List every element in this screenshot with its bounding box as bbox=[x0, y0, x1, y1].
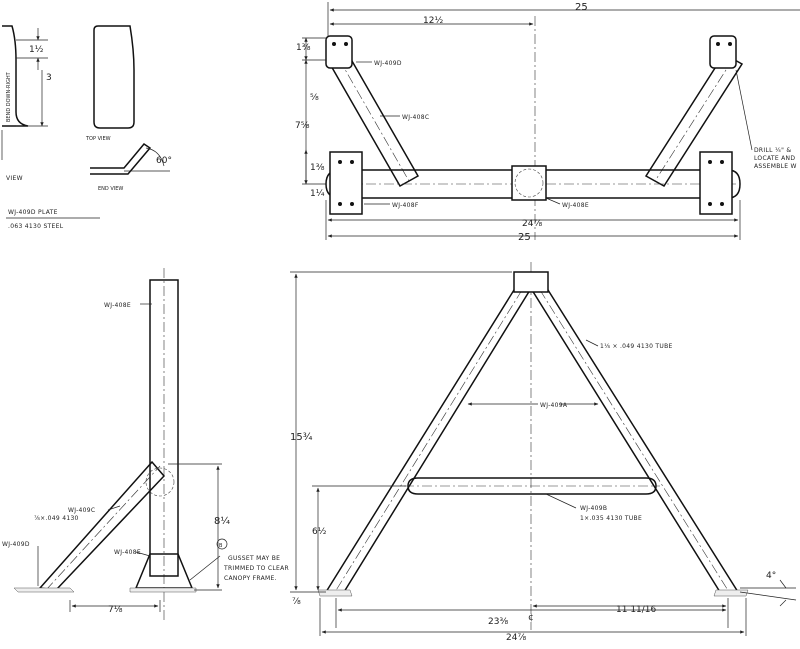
front-base-dim: ⅞ bbox=[292, 597, 301, 607]
front-right-foot bbox=[713, 589, 749, 597]
plan-half-width: 12½ bbox=[423, 16, 443, 26]
drill-note-3: ASSEMBLE W bbox=[754, 163, 797, 170]
front-center-mark: ¢ bbox=[528, 613, 534, 623]
plan-overall-width-top: 25 bbox=[575, 2, 588, 13]
front-top-cluster bbox=[513, 271, 549, 293]
plan-callout-408f: WJ-408F bbox=[392, 202, 419, 209]
top-left-plate bbox=[325, 35, 353, 69]
front-left-foot bbox=[317, 589, 353, 597]
plate-side-view bbox=[2, 25, 29, 127]
side-callout-409c: WJ-409C bbox=[68, 507, 95, 514]
center-cluster bbox=[511, 165, 547, 201]
left-side-plate bbox=[329, 151, 363, 215]
top-view-label: TOP VIEW bbox=[85, 136, 111, 142]
plate-end-view bbox=[90, 143, 152, 175]
front-width-outer: 24⅞ bbox=[506, 633, 526, 643]
plan-callout-408e: WJ-408E bbox=[562, 202, 589, 209]
plate-top-view bbox=[93, 25, 135, 129]
side-callout-408e: WJ-408E bbox=[104, 302, 131, 309]
gusset-note-2: TRIMMED TO CLEAR bbox=[223, 565, 289, 572]
front-tube-spec-b: 1×.035 4130 TUBE bbox=[580, 515, 642, 522]
plate-height-dim: 3 bbox=[46, 73, 52, 83]
plate-angle: 60° bbox=[156, 156, 172, 166]
front-half-dim: 11 11/16 bbox=[616, 605, 657, 615]
front-width-inner: 23⅜ bbox=[488, 617, 508, 627]
plate-bend-note: BEND DOWN-RIGHT bbox=[6, 71, 12, 122]
plan-side-dim-a: 1⅜ bbox=[310, 163, 325, 173]
side-base-dim: 7⅛ bbox=[108, 605, 123, 615]
drill-note-1: DRILL ¼" & bbox=[754, 147, 791, 154]
drill-note-2: LOCATE AND bbox=[754, 155, 795, 162]
plan-plate-dim-a: 1⅜ bbox=[296, 43, 311, 53]
side-height-dim: 8¼ bbox=[214, 515, 230, 527]
gusset-note-1: GUSSET MAY BE bbox=[228, 555, 280, 562]
plan-side-dim-b: 1¼ bbox=[310, 189, 325, 199]
front-left-leg bbox=[324, 289, 532, 593]
plan-inner-width: 24⅞ bbox=[522, 219, 542, 229]
plan-view: 25 12½ 1⅜ ⅝ 7⅝ bbox=[295, 2, 800, 243]
side-view: 8¼ 7⅛ WJ-408E WJ-409C ⅞×.049 4130 WJ-409… bbox=[2, 268, 289, 620]
plan-rise-dim: 7⅝ bbox=[295, 121, 310, 131]
side-callout-408e-b: WJ-408E bbox=[114, 549, 141, 556]
front-tube-spec: 1⅛ × .049 4130 TUBE bbox=[600, 343, 673, 350]
front-cross-tube bbox=[407, 477, 657, 495]
plate-side-view-label: VIEW bbox=[6, 175, 23, 182]
plate-tab-dim: 1½ bbox=[29, 45, 44, 55]
plate-detail: 1½ 3 BEND DOWN-RIGHT VIEW TOP VIEW 60° E… bbox=[1, 25, 172, 230]
top-right-plate bbox=[709, 35, 737, 69]
plan-callout-408c: WJ-408C bbox=[402, 114, 429, 121]
side-left-foot bbox=[13, 587, 75, 593]
front-callout-409a: WJ-409A bbox=[540, 402, 568, 409]
plan-callout-409d: WJ-409D bbox=[374, 60, 402, 67]
front-right-leg bbox=[530, 289, 740, 593]
plate-part-name: WJ-409D PLATE bbox=[8, 209, 58, 216]
end-view-label: END VIEW bbox=[98, 186, 123, 192]
side-callout-409d: WJ-409D bbox=[2, 541, 30, 548]
side-vertical-post bbox=[149, 279, 179, 577]
side-diagonal-brace bbox=[38, 460, 166, 591]
gusset-note-3: CANOPY FRAME. bbox=[224, 575, 277, 582]
front-view: 15¾ 6½ ⅞ 23⅜ 24⅞ 11 11/16 ¢ 4° 1⅛ × .049… bbox=[290, 262, 797, 643]
right-side-plate bbox=[699, 151, 733, 215]
front-cross-dim: 6½ bbox=[312, 527, 327, 537]
plan-overall-width-bottom: 25 bbox=[518, 232, 531, 243]
front-callout-409b: WJ-409B bbox=[580, 505, 607, 512]
plate-material: .063 4130 STEEL bbox=[8, 223, 64, 230]
front-height-dim: 15¾ bbox=[290, 432, 313, 443]
plan-plate-dim-b: ⅝ bbox=[310, 93, 319, 103]
side-note-marker: B bbox=[219, 543, 223, 549]
front-angle: 4° bbox=[766, 571, 776, 581]
side-tube-spec: ⅞×.049 4130 bbox=[34, 515, 79, 522]
